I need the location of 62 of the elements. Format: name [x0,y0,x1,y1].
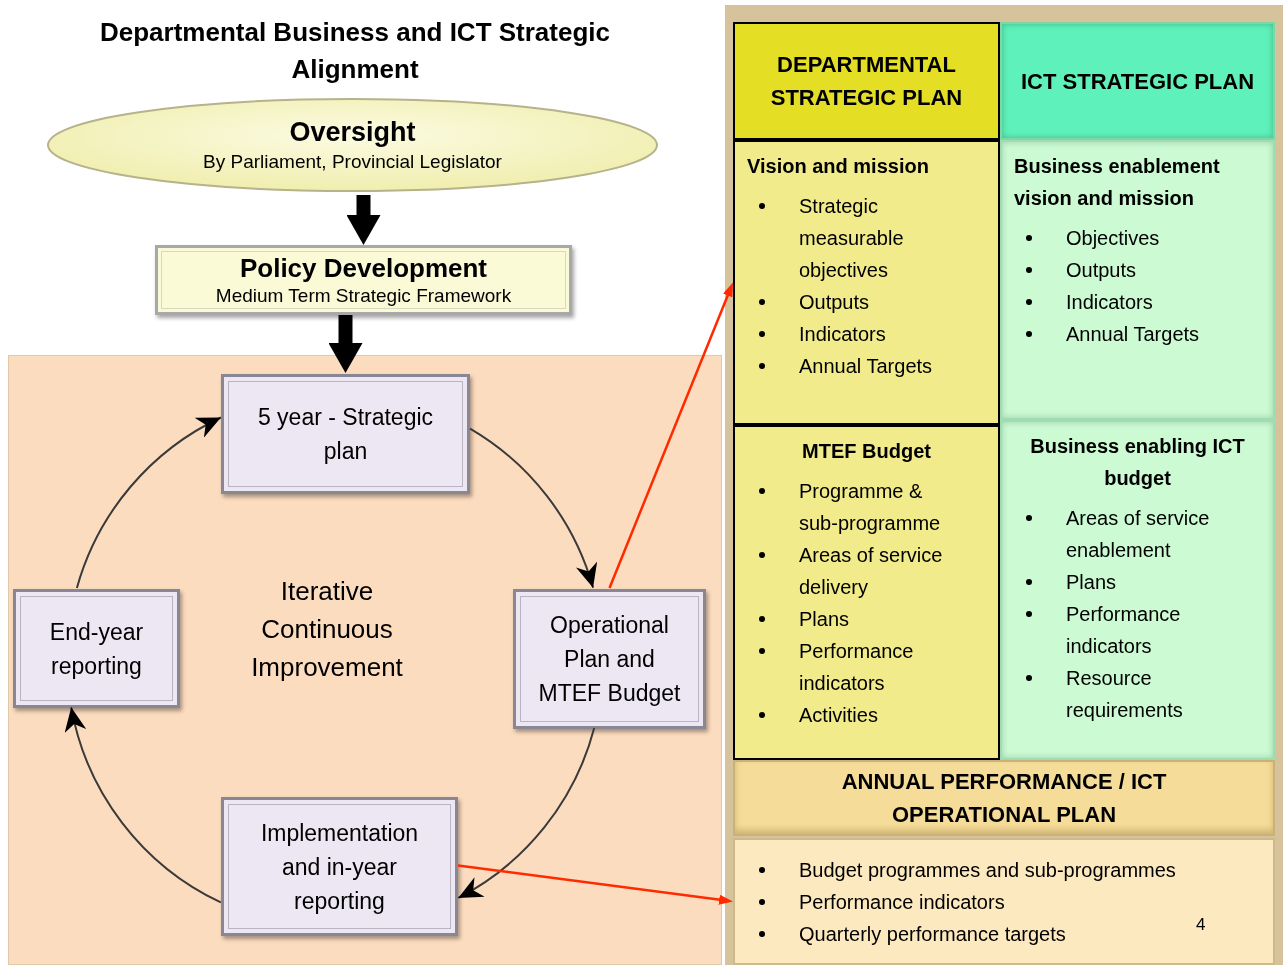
cell-heading: MTEF Budget [801,439,932,464]
list-item: Outputs [1066,258,1137,283]
plan-heading: ANNUAL PERFORMANCE / ICT OPERATIONAL PLAN [840,768,1168,829]
list-item: Indicators [799,322,886,347]
process-box [221,374,470,494]
cell-heading: Business enabling ICT budget [1029,434,1246,491]
list-item: Plans [799,607,850,632]
cell-heading: Vision and mission [747,154,930,179]
list-item: Performance indicators [799,639,915,696]
list-item: Performance indicators [1066,602,1182,659]
arrow [328,315,363,373]
process-box [221,797,458,936]
node-title: Oversight [289,116,416,150]
arrow [75,416,222,589]
list-item: Annual Targets [799,354,933,379]
list-item: Resource requirements [1066,666,1184,723]
arrow [66,706,222,904]
node-title: Policy Development [239,251,488,285]
list-item: Activities [799,703,878,728]
arrow [608,282,733,589]
step-text: Implementation and in-year reporting [259,818,420,916]
list-item: Indicators [1066,290,1153,315]
header-cell [1000,22,1275,140]
list-item: Programme & sub-programme [799,479,942,536]
plan-heading: DEPARTMENTAL STRATEGIC PLAN [769,51,964,112]
list-item: Quarterly performance targets [799,921,1066,947]
process-box [13,589,180,708]
step-text: Operational Plan and MTEF Budget [537,611,682,708]
arrow [457,864,733,905]
page-number: 4 [1196,914,1206,936]
list-item: Objectives [1066,226,1160,251]
plan-cell [733,425,1000,760]
plan-frame [725,5,1283,965]
list-item: Strategic measurable objectives [799,194,905,283]
plan-heading: ICT STRATEGIC PLAN [1021,67,1254,96]
arrow [469,427,596,589]
arrow [346,195,381,245]
center-label: Iterative Continuous Improvement [250,575,404,684]
plan-cell [733,140,1000,425]
list-box [733,838,1275,965]
header-cell [733,22,1000,140]
diagram-title: Departmental Business and ICT Strategic Alignment [99,16,611,86]
node-subtitle: Medium Term Strategic Framework [215,284,512,309]
list-item: Areas of service enablement [1066,506,1211,563]
arrow [457,727,596,899]
step-text: End-year reporting [48,617,145,681]
node-subtitle: By Parliament, Provincial Legislator [203,150,502,174]
cell-heading: Business enablement vision and mission [1014,154,1221,211]
oversight-ellipse [45,95,660,195]
list-item: Plans [1066,570,1117,595]
plan-band [733,760,1275,836]
process-box [513,589,706,729]
list-item: Annual Targets [1066,322,1200,347]
plan-cell [1000,140,1275,420]
list-item: Budget programmes and sub-programmes [799,857,1176,883]
list-item: Outputs [799,290,870,315]
list-item: Performance indicators [799,889,1005,915]
cycle-panel [8,355,722,965]
list-item: Areas of service delivery [799,543,944,600]
step-text: 5 year - Strategic plan [256,403,435,466]
plan-cell [1000,420,1275,760]
policy-box [155,245,572,315]
